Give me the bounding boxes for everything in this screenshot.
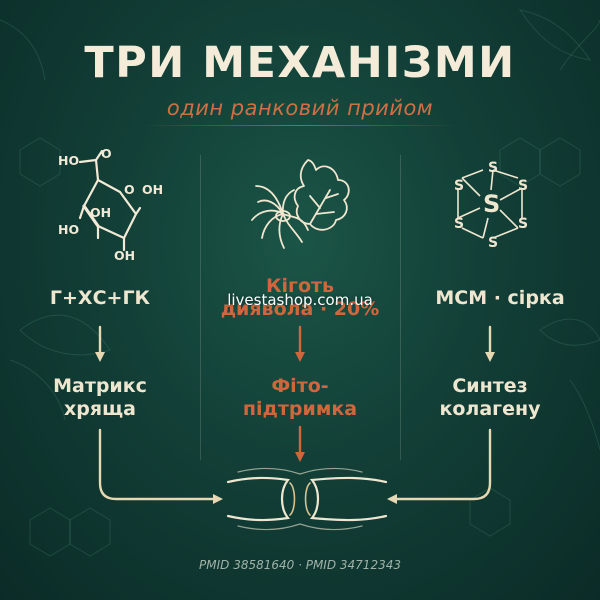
atom-label: OH — [142, 182, 163, 197]
column-divider — [400, 155, 401, 460]
column-2-label-line1: Кіготь — [265, 275, 335, 297]
column-2-result: Фіто- підтримка — [200, 375, 400, 421]
column-2-label: Кіготь диявола · 20% — [200, 275, 400, 321]
column-3-result-line1: Синтез — [452, 375, 528, 397]
column-1-label: Г+ХС+ГК — [49, 287, 151, 309]
column-2-result-line1: Фіто- — [271, 375, 329, 397]
atom-label: HO — [58, 153, 79, 168]
atom-label: S — [518, 216, 528, 232]
column-3-result-line2: колагену — [439, 398, 541, 420]
column-3-label: МСМ · сірка — [435, 287, 565, 309]
page-subtitle: один ранковий прийом — [166, 96, 434, 120]
hexagon-decoration-icon — [29, 507, 71, 557]
column-2-result-line2: підтримка — [242, 398, 358, 420]
hexagon-decoration-icon — [469, 487, 511, 537]
column-2-label-line2: диявола · 20% — [220, 298, 380, 320]
atom-label: O — [101, 148, 112, 161]
arrow-to-joint-icon — [387, 428, 492, 504]
leaf-decoration-icon — [539, 318, 600, 346]
atom-label: HO — [58, 222, 79, 237]
column-1-result: Матрикс хряща — [0, 375, 200, 421]
references-footer: PMID 38581640 · PMID 34712343 — [199, 558, 401, 572]
column-1-result-line1: Матрикс — [53, 375, 147, 397]
atom-label: S — [454, 178, 464, 194]
atom-label: OH — [90, 205, 111, 220]
atom-label: OH — [114, 248, 135, 263]
column-1-result-line2: хряща — [64, 398, 136, 420]
atom-label-center: S — [483, 190, 500, 218]
column-3-result: Синтез колагену — [390, 375, 590, 421]
sulfur-ring-icon: S S S S S S S — [454, 160, 528, 251]
page-title: ТРИ МЕХАНІЗМИ — [84, 38, 516, 88]
atom-label: S — [454, 216, 464, 232]
hexagon-decoration-icon — [69, 507, 111, 557]
joint-icon — [226, 467, 388, 531]
leaf-decoration-icon — [19, 314, 111, 356]
watermark: livestashop.com.ua — [227, 291, 373, 309]
devils-claw-plant-icon — [251, 159, 350, 249]
glucosamine-molecule-icon: HO O O OH OH HO OH — [58, 148, 163, 263]
atom-label: S — [518, 178, 528, 194]
atom-label: S — [488, 160, 498, 176]
column-divider — [200, 155, 201, 460]
atom-label: O — [124, 182, 135, 197]
atom-label: S — [488, 235, 498, 251]
subtitle-underline — [140, 125, 460, 126]
